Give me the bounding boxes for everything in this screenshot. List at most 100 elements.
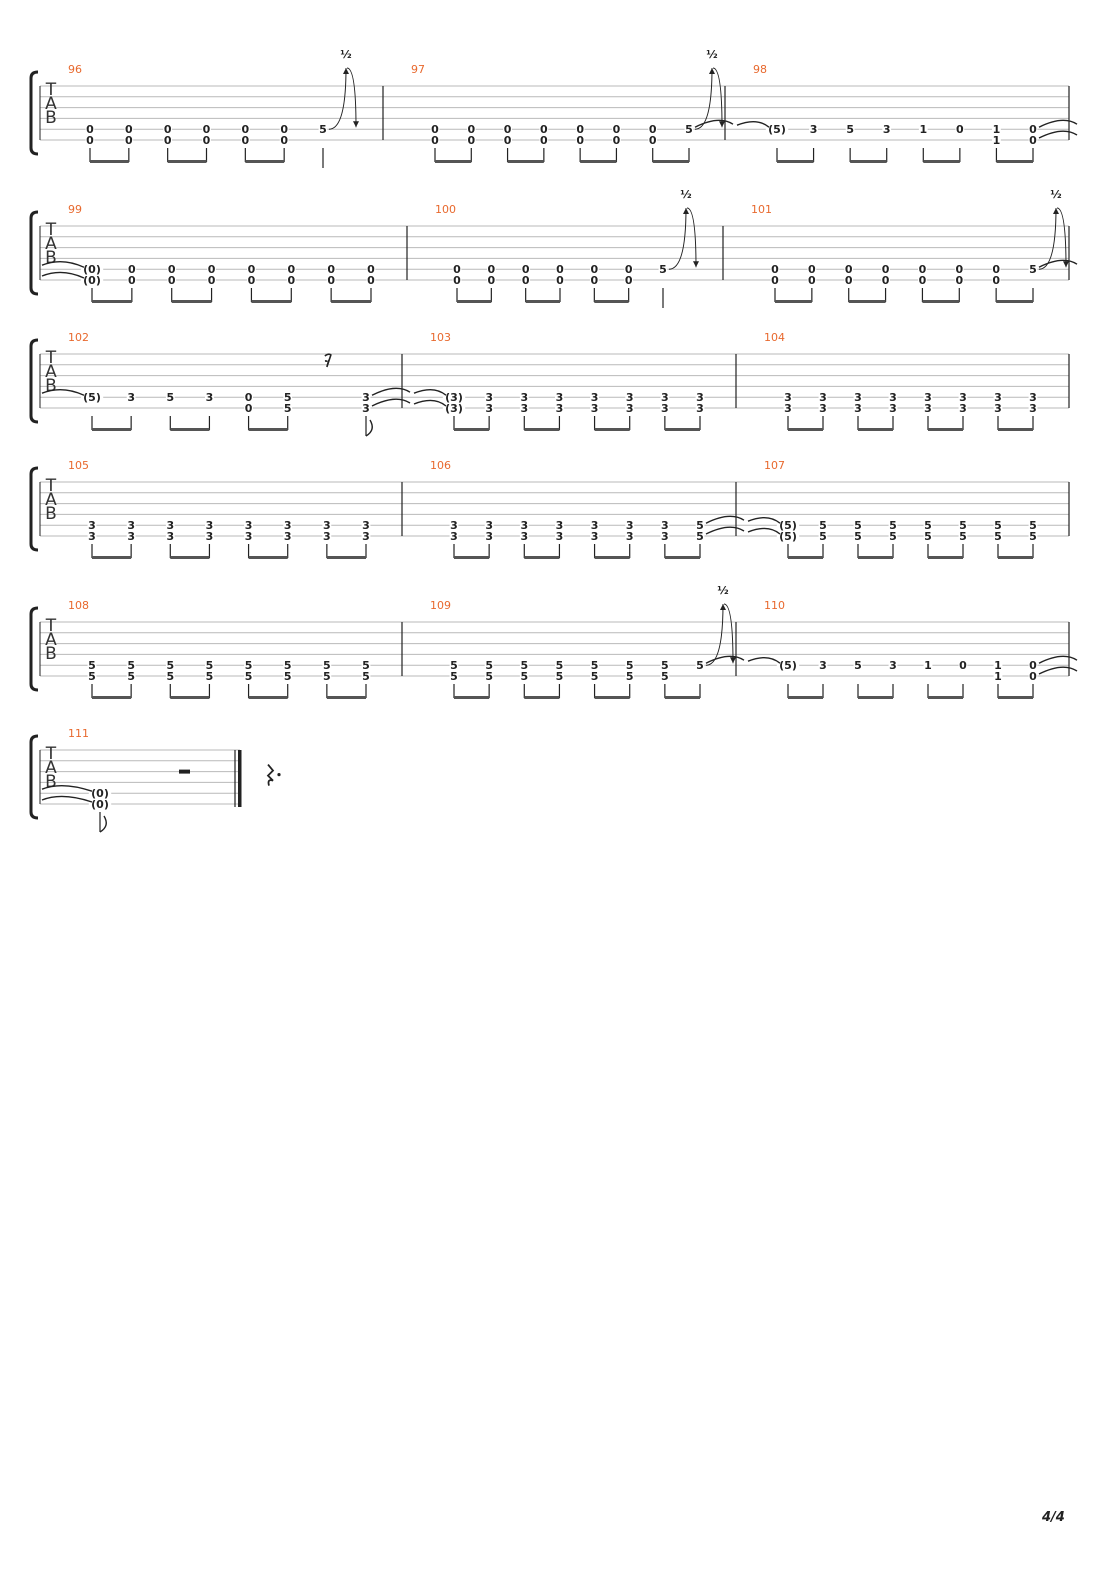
fret-backdrop [958,531,968,541]
fret-number: 5 [959,530,967,543]
fret-number: 3 [591,530,599,543]
beam [998,556,1033,559]
fret-backdrop [244,520,253,531]
system-1: TAB960000000000005½97000000000000005½98(… [29,48,1078,168]
fret-backdrop [555,403,564,413]
fret-number: 0 [522,263,530,276]
fret-number: 3 [556,402,564,415]
fret-backdrop [167,275,177,285]
fret-number: 3 [556,530,564,543]
fret-number: 0 [164,123,172,136]
measure-number: 108 [68,599,89,612]
fret-number: 0 [522,274,530,287]
tab-clef-letter: B [45,108,57,128]
fret-number: 0 [453,263,461,276]
fret-number: 5 [319,123,327,136]
fret-number: 3 [166,530,174,543]
beam [92,300,132,303]
beam [170,696,210,699]
fret-number: 3 [994,391,1002,404]
fret-backdrop [954,264,964,275]
fret-number: 3 [784,391,792,404]
fret-backdrop [503,124,512,135]
fret-number: 0 [245,402,253,415]
fret-backdrop [521,275,531,285]
fret-number: 5 [924,530,932,543]
fret-backdrop [992,135,1001,145]
beam [788,428,823,431]
fret-backdrop [918,275,927,285]
tab-clef-letter: A [45,490,57,510]
beam [664,556,700,559]
fret-number: 5 [206,659,214,672]
fret-number: 5 [556,659,564,672]
fret-backdrop [247,275,256,285]
fret-backdrop [888,520,898,531]
fret-backdrop [625,520,635,531]
beam [850,160,887,163]
tab-clef-letter: A [45,234,57,254]
fret-number: 3 [784,402,792,415]
tie-in [41,271,85,279]
release-arrow-down [719,121,725,128]
fret-number: 3 [245,519,253,532]
fret-backdrop [555,264,565,275]
bend-curve [328,67,347,130]
fret-number: 0 [453,274,461,287]
beam [326,556,366,559]
fret-backdrop [845,124,855,135]
final-barline [238,750,242,807]
fret-number: 3 [485,519,493,532]
fret-backdrop [486,275,496,285]
fret-backdrop [442,392,466,403]
fret-backdrop [575,124,585,135]
fret-backdrop [807,264,817,275]
fret-backdrop [442,403,466,413]
fret-number: 5 [696,659,704,672]
beam [928,556,963,559]
tab-clef-letter: T [45,744,57,764]
fret-number: 3 [284,530,292,543]
beam [245,160,285,163]
beam [928,428,963,431]
fret-backdrop [484,520,494,531]
fret-number: 0 [882,274,890,287]
fret-number: 5 [323,659,331,672]
fret-number: 5 [166,670,174,683]
beam [922,300,960,303]
fret-backdrop [244,403,253,413]
tie-out [1038,666,1078,675]
tab-clef-letter: A [45,758,57,778]
fret-backdrop [776,531,800,541]
fret-backdrop [555,660,564,671]
fret-backdrop [80,264,104,275]
tab-clef-letter: B [45,376,57,396]
fret-number: 3 [206,519,214,532]
fret-backdrop [853,531,863,541]
bend-amount: ½ [340,48,351,61]
fret-number: 1 [994,670,1002,683]
fret-backdrop [466,135,476,145]
fret-number: 3 [323,530,331,543]
beam [928,696,963,699]
fret-number: 3 [166,519,174,532]
fret-number: 3 [661,519,669,532]
fret-number: 5 [659,263,667,276]
fret-backdrop [452,264,462,275]
fret-number: 5 [284,659,292,672]
fret-number: 0 [431,123,439,136]
tie-in [747,527,781,535]
fret-number: 0 [591,263,599,276]
fret-backdrop [648,135,658,145]
fret-number: 3 [661,530,669,543]
fret-number: 0 [576,134,584,147]
fret-backdrop [165,520,175,531]
fret-backdrop [958,403,968,413]
fret-backdrop [244,671,253,681]
fret-backdrop [322,660,332,671]
page-number: 4/4 [1042,1510,1065,1525]
fret-backdrop [809,124,818,135]
beam [998,696,1033,699]
fret-number: (5) [779,530,797,543]
